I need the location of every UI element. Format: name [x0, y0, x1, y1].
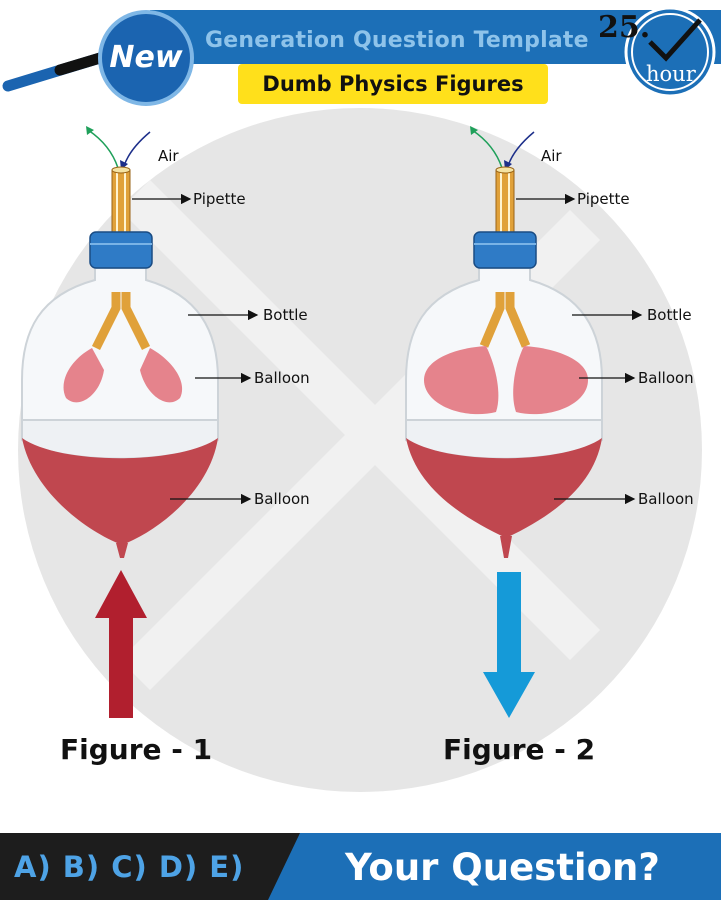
footer-question-bar: [250, 833, 721, 900]
figure2-label-balloon-inner: Balloon: [638, 369, 694, 387]
figure1-label-bottle: Bottle: [263, 306, 308, 324]
figure1-caption: Figure - 1: [60, 733, 213, 766]
clock-number: 25.: [598, 10, 651, 45]
new-badge-label: New: [109, 40, 183, 75]
figure2-label-pipette: Pipette: [577, 190, 630, 208]
clock-icon: [624, 6, 716, 98]
figure1-label-air: Air: [158, 147, 179, 165]
magnifier-icon: [2, 52, 106, 92]
figure1-label-balloon-inner: Balloon: [254, 369, 310, 387]
clock-unit: hour: [646, 62, 696, 86]
figure2-label-bottle: Bottle: [647, 306, 692, 324]
figure1-apparatus: [21, 126, 219, 558]
answer-choices: A) B) C) D) E): [14, 850, 245, 884]
up-arrow-icon: [95, 570, 147, 718]
subtitle-box: [238, 64, 548, 104]
header-title: Generation Question Template: [205, 28, 589, 53]
figure2-apparatus: [405, 126, 603, 558]
subtitle: Dumb Physics Figures: [262, 72, 524, 96]
down-arrow-icon: [483, 572, 535, 718]
figure1-label-pipette: Pipette: [193, 190, 246, 208]
figure2-caption: Figure - 2: [443, 733, 596, 766]
new-badge: [98, 10, 194, 106]
figure2-label-balloon-bottom: Balloon: [638, 490, 694, 508]
footer-answers-bar: [0, 833, 300, 900]
your-question: Your Question?: [345, 846, 660, 889]
figure2-label-air: Air: [541, 147, 562, 165]
figure1-label-balloon-bottom: Balloon: [254, 490, 310, 508]
